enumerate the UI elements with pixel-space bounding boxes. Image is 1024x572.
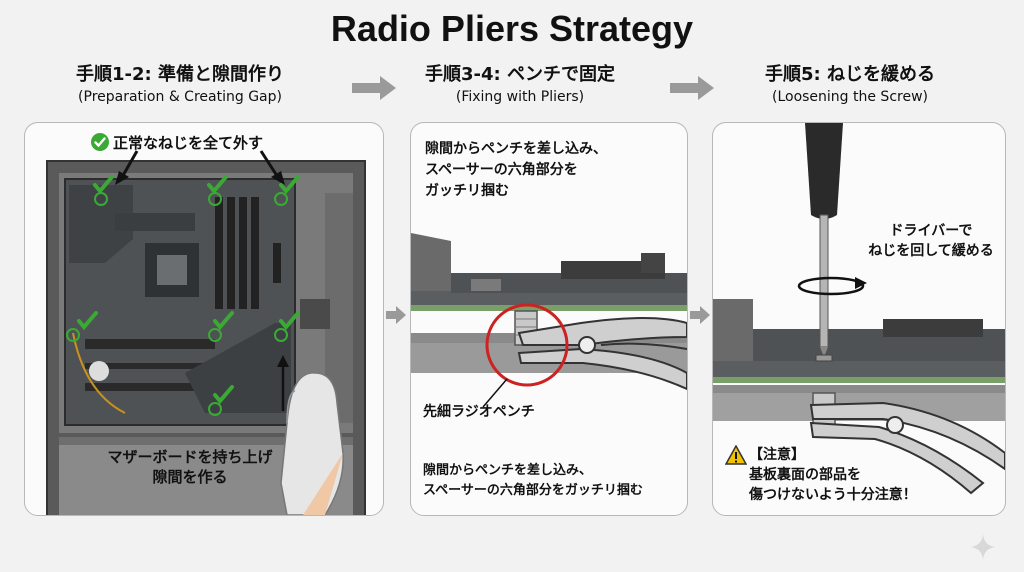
pliers-callout-label: 先細ラジオペンチ xyxy=(423,404,535,420)
step-1-bottom-note-line-1: マザーボードを持ち上げ xyxy=(107,448,273,466)
step-3-header: 手順5: ねじを緩める (Loosening the Screw) xyxy=(730,64,970,106)
warning-icon xyxy=(725,445,747,465)
step-2-bottom-note-line-1: 隙間からペンチを差し込み、 xyxy=(423,463,593,478)
pliers-illustration xyxy=(411,233,687,408)
warning-line-2: 傷つけないよう十分注意！ xyxy=(749,487,917,503)
next-arrow-icon xyxy=(352,76,396,100)
step-1-header: 手順1-2: 準備と隙間作り (Preparation & Creating G… xyxy=(40,64,320,106)
step-2-panel: 隙間からペンチを差し込み、 スペーサーの六角部分を ガッチリ掴む 先細ラジオペン… xyxy=(410,122,688,516)
step-2-heading: 手順3-4: ペンチで固定 xyxy=(425,64,615,85)
step-3-subheading: (Loosening the Screw) xyxy=(771,89,928,105)
rotation-arrow-icon xyxy=(797,276,867,296)
warning-line-1: 基板裏面の部品を xyxy=(749,467,861,483)
step-2-top-note-line-1: 隙間からペンチを差し込み、 xyxy=(425,141,607,157)
step-1-bottom-note: マザーボードを持ち上げ 隙間を作る xyxy=(85,447,295,487)
step-2-top-note-line-2: スペーサーの六角部分を xyxy=(425,162,578,178)
step-3-warning: 【注意】 基板裏面の部品を 傷つけないよう十分注意！ xyxy=(749,445,917,505)
step-2-bottom-note-line-2: スペーサーの六角部分をガッチリ掴む xyxy=(423,483,643,498)
step-2-top-note: 隙間からペンチを差し込み、 スペーサーの六角部分を ガッチリ掴む xyxy=(425,139,607,202)
step-2-top-note-line-3: ガッチリ掴む xyxy=(425,183,509,199)
sparkle-icon xyxy=(970,534,996,560)
next-arrow-icon xyxy=(670,76,714,100)
step-2-subheading: (Fixing with Pliers) xyxy=(455,89,585,105)
screwdriver-illustration xyxy=(713,123,1005,495)
step-3-top-note-line-1: ドライバーで xyxy=(889,223,973,239)
next-arrow-icon xyxy=(386,306,406,324)
check-icon xyxy=(91,133,109,151)
page-title: Radio Pliers Strategy xyxy=(330,8,694,49)
step-1-heading: 手順1-2: 準備と隙間作り xyxy=(76,64,284,85)
step-2-bottom-note: 隙間からペンチを差し込み、 スペーサーの六角部分をガッチリ掴む xyxy=(423,461,643,501)
warning-title: 【注意】 xyxy=(749,447,805,463)
next-arrow-icon xyxy=(690,306,710,324)
step-3-panel: ドライバーで ねじを回して緩める 【注意】 基板裏面の部品を 傷つけないよう十分… xyxy=(712,122,1006,516)
step-2-header: 手順3-4: ペンチで固定 (Fixing with Pliers) xyxy=(400,64,640,106)
step-3-top-note-line-2: ねじを回して緩める xyxy=(868,243,994,259)
step-1-subheading: (Preparation & Creating Gap) xyxy=(78,89,282,105)
step-1-top-note: 正常なねじを全て外す xyxy=(113,134,264,152)
step-1-panel: 正常なねじを全て外す マザーボードを持ち上げ 隙間を作る xyxy=(24,122,384,516)
step-3-top-note: ドライバーで ねじを回して緩める xyxy=(861,221,1001,261)
step-1-bottom-note-line-2: 隙間を作る xyxy=(152,468,228,486)
step-3-heading: 手順5: ねじを緩める xyxy=(765,64,935,85)
pc-case-illustration xyxy=(46,150,366,515)
